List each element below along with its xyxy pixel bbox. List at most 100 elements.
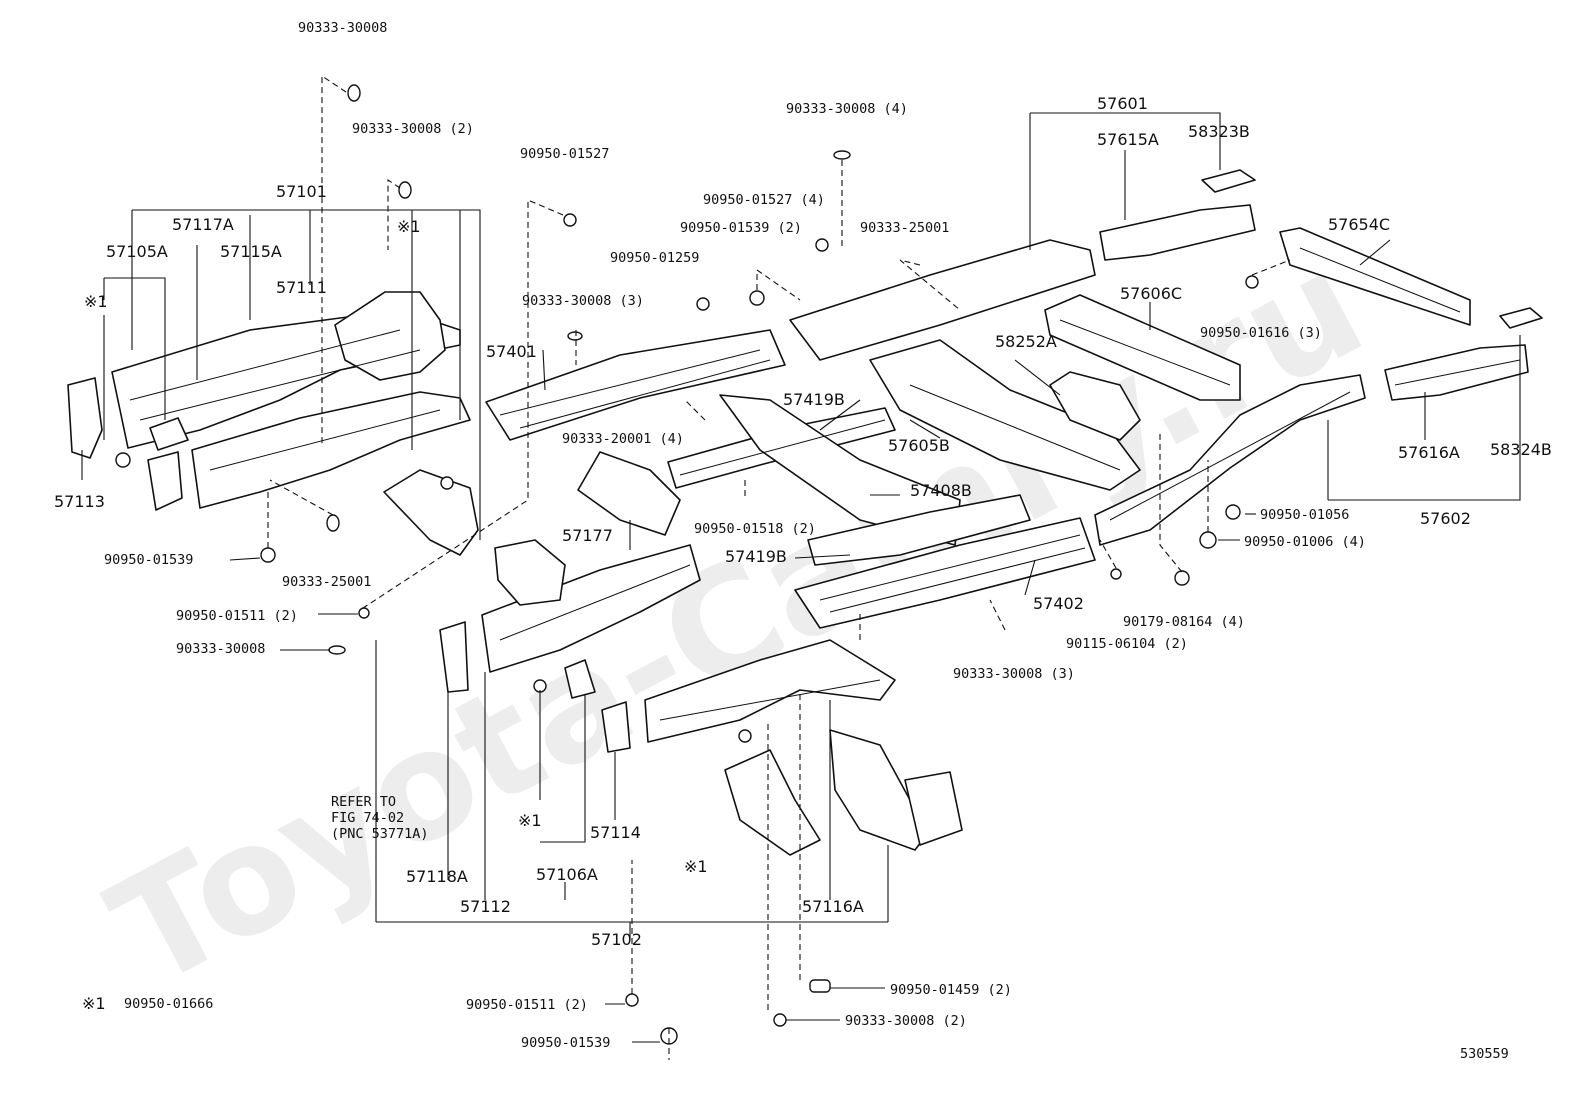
fastener-clip-5 bbox=[809, 979, 831, 993]
label-57116A: 57116A bbox=[802, 897, 864, 916]
label-f20: 90115-06104 (2) bbox=[1066, 636, 1188, 652]
refer-note-line-1: REFER TO bbox=[331, 794, 396, 810]
label-f9: 90333-30008 (3) bbox=[522, 293, 644, 309]
label-f23: 90950-01539 bbox=[521, 1035, 610, 1051]
label-f11: 90950-01518 (2) bbox=[694, 521, 816, 537]
label-f18: 90950-01006 (4) bbox=[1244, 534, 1366, 550]
mark-1-b: ※1 bbox=[84, 292, 108, 311]
fastener-clip-4 bbox=[1245, 275, 1259, 289]
label-57118A: 57118A bbox=[406, 867, 468, 886]
label-f4: 90333-30008 (4) bbox=[786, 101, 908, 117]
label-57105A: 57105A bbox=[106, 242, 168, 261]
part-57615A bbox=[1099, 204, 1256, 261]
label-57114: 57114 bbox=[590, 823, 641, 842]
fastener-hole-plug-4 bbox=[567, 331, 583, 341]
mark-1-a: ※1 bbox=[397, 217, 421, 236]
fastener-clip-1 bbox=[563, 213, 577, 227]
part-57105A-bracket bbox=[149, 417, 189, 451]
fastener-grommet-5 bbox=[1199, 531, 1217, 549]
parts-group bbox=[67, 169, 1543, 856]
part-57106A-bracket bbox=[564, 659, 596, 699]
dashed-leaders bbox=[267, 74, 1291, 1060]
fastener-grommet-6 bbox=[625, 993, 639, 1007]
fastener-hole-plug-1 bbox=[347, 84, 361, 102]
refer-note-line-3: (PNC 53771A) bbox=[331, 826, 429, 842]
label-f10: 90333-20001 (4) bbox=[562, 431, 684, 447]
label-f13: 90333-25001 bbox=[282, 574, 371, 590]
label-f21: 90333-30008 (3) bbox=[953, 666, 1075, 682]
label-f15: 90333-30008 bbox=[176, 641, 265, 657]
fastener-hole-plug-6 bbox=[328, 645, 346, 655]
label-57605B: 57605B bbox=[888, 436, 950, 455]
fastener-grommet-4 bbox=[1225, 504, 1241, 520]
label-57602: 57602 bbox=[1420, 509, 1471, 528]
part-57601-rear-member bbox=[789, 239, 1096, 361]
part-57402-rocker bbox=[794, 517, 1096, 629]
mark-1-d: ※1 bbox=[684, 857, 708, 876]
label-57115A: 57115A bbox=[220, 242, 282, 261]
fastener-grommet-1 bbox=[749, 290, 765, 306]
part-57177 bbox=[577, 451, 681, 536]
rib-lines-front bbox=[129, 247, 1521, 721]
label-f17: 90950-01056 bbox=[1260, 507, 1349, 523]
label-57101: 57101 bbox=[276, 182, 327, 201]
label-57616A: 57616A bbox=[1398, 443, 1460, 462]
refer-note-line-2: FIG 74-02 bbox=[331, 810, 404, 826]
label-f5: 90950-01527 (4) bbox=[703, 192, 825, 208]
label-f6: 90950-01539 (2) bbox=[680, 220, 802, 236]
label-58252A: 58252A bbox=[995, 332, 1057, 351]
label-57111: 57111 bbox=[276, 278, 327, 297]
label-57177: 57177 bbox=[562, 526, 613, 545]
label-f12: 90950-01539 bbox=[104, 552, 193, 568]
part-57114-bracket bbox=[601, 701, 631, 753]
fastener-clip-2 bbox=[815, 238, 829, 252]
label-f8: 90950-01259 bbox=[610, 250, 699, 266]
fastener-grommet-2 bbox=[696, 297, 710, 311]
label-57401: 57401 bbox=[486, 342, 537, 361]
part-57102-rail bbox=[644, 639, 896, 743]
label-58324B: 58324B bbox=[1490, 440, 1552, 459]
part-58324B bbox=[1499, 307, 1543, 329]
part-57419B-lower bbox=[807, 494, 1031, 566]
part-57115A bbox=[191, 391, 471, 509]
fasteners-group bbox=[115, 84, 1259, 1045]
part-57117A-bracket bbox=[147, 451, 183, 511]
part-57654C bbox=[1279, 227, 1471, 326]
label-f25: 90333-30008 (2) bbox=[845, 1013, 967, 1029]
fastener-nut-1 bbox=[1174, 570, 1190, 586]
part-57116A-plate bbox=[904, 771, 963, 846]
part-front-bracket-lh bbox=[494, 539, 566, 606]
label-58323B: 58323B bbox=[1188, 122, 1250, 141]
part-57111-apron bbox=[334, 291, 446, 381]
label-f19: 90179-08164 (4) bbox=[1123, 614, 1245, 630]
fastener-grommet-8 bbox=[115, 452, 131, 468]
fastener-bolt-1 bbox=[1110, 568, 1122, 580]
part-57401-rocker bbox=[485, 329, 786, 441]
part-58323B bbox=[1201, 169, 1256, 193]
labels: 90333-30008 90333-30008 (2) 90950-01527 … bbox=[54, 20, 1552, 1062]
label-57615A: 57615A bbox=[1097, 130, 1159, 149]
fastener-hole-plug-3 bbox=[833, 150, 851, 160]
footnote-mark: ※1 bbox=[82, 994, 106, 1013]
label-57419B-2: 57419B bbox=[725, 547, 787, 566]
part-gusset-lower bbox=[724, 749, 821, 856]
label-f14: 90950-01511 (2) bbox=[176, 608, 298, 624]
leader-lines bbox=[81, 112, 1521, 1043]
part-front-gusset bbox=[383, 469, 479, 556]
fastener-clip-3 bbox=[358, 607, 370, 619]
part-57113-bracket bbox=[67, 377, 103, 459]
label-57102: 57102 bbox=[591, 930, 642, 949]
label-57601: 57601 bbox=[1097, 94, 1148, 113]
part-57602-rear-member bbox=[1094, 374, 1366, 546]
label-f22: 90950-01511 (2) bbox=[466, 997, 588, 1013]
fastener-hole-plug-2 bbox=[398, 181, 412, 199]
label-57606C: 57606C bbox=[1120, 284, 1182, 303]
part-57606C bbox=[1044, 294, 1241, 401]
fastener-grommet-10 bbox=[738, 729, 752, 743]
label-57113: 57113 bbox=[54, 492, 105, 511]
label-57654C: 57654C bbox=[1328, 215, 1390, 234]
label-57402: 57402 bbox=[1033, 594, 1084, 613]
label-57112: 57112 bbox=[460, 897, 511, 916]
label-57106A: 57106A bbox=[536, 865, 598, 884]
